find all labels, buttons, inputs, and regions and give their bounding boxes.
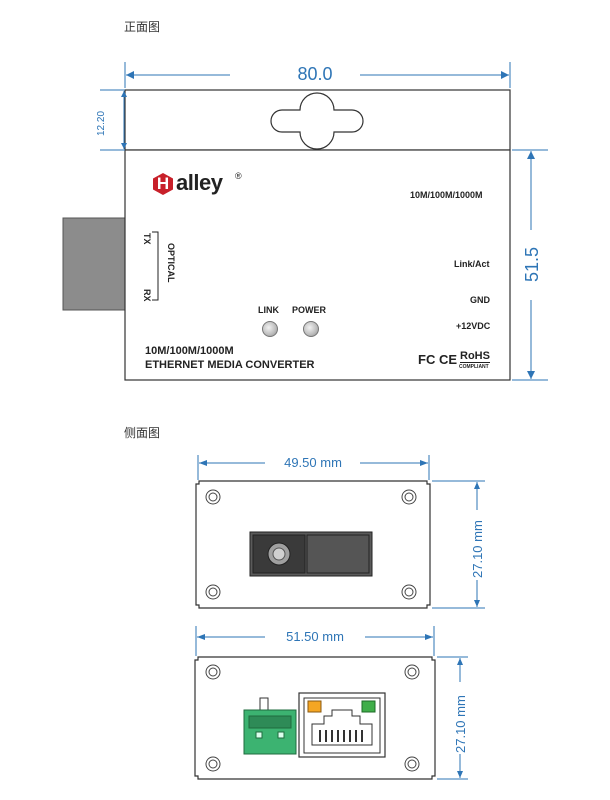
- tx-label: TX: [142, 233, 152, 245]
- terminal-tab: [259, 697, 269, 711]
- optical-label: OPTICAL: [166, 243, 176, 283]
- rx-label: RX: [142, 289, 152, 302]
- front-view-title: 正面图: [124, 20, 161, 34]
- side2-screw-br: [404, 756, 420, 772]
- keyhole-slot: [270, 92, 364, 150]
- front-width-dimension: 80.0: [297, 64, 333, 84]
- front-height-dimension: 51.5: [522, 246, 542, 282]
- brand-initial: H: [156, 174, 170, 193]
- rj45-led-green: [361, 700, 376, 713]
- side1-height-dimension: 27.10 mm: [470, 520, 485, 578]
- link-led: [262, 321, 278, 337]
- rohs-mark: RoHS: [460, 350, 490, 363]
- side-view-title: 侧面图: [124, 426, 161, 440]
- side2-screw-tl: [205, 664, 221, 680]
- rj45-led-orange: [307, 700, 322, 713]
- product-speed: 10M/100M/1000M: [145, 345, 234, 357]
- side2-screw-bl: [205, 756, 221, 772]
- fc-mark: FC: [418, 352, 436, 367]
- speed-label: 10M/100M/1000M: [410, 190, 483, 200]
- side1-screw-bl: [205, 584, 221, 600]
- side1-width-dimension: 49.50 mm: [284, 455, 342, 470]
- front-flange-height-dimension: 12.20: [96, 110, 107, 136]
- side-view-optical-drawing: [195, 455, 485, 609]
- link-act-label: Link/Act: [454, 259, 490, 269]
- registered-mark: ®: [235, 171, 242, 181]
- side2-width-dimension: 51.50 mm: [286, 629, 344, 644]
- front-body: [124, 149, 511, 381]
- ce-mark: CE: [439, 352, 458, 367]
- side1-screw-tr: [401, 489, 417, 505]
- product-name: ETHERNET MEDIA CONVERTER: [145, 359, 315, 371]
- side1-screw-br: [401, 584, 417, 600]
- side2-screw-tr: [404, 664, 420, 680]
- rj45-socket: [311, 709, 373, 746]
- front-view-drawing: [62, 62, 548, 381]
- rohs-compliant-label: COMPLIANT: [459, 364, 489, 370]
- power-input-label: +12VDC: [456, 321, 491, 331]
- optical-module: [62, 217, 126, 311]
- side2-height-dimension: 27.10 mm: [453, 695, 468, 753]
- led-link-label: LINK: [258, 305, 279, 315]
- brand-logo-mark: H: [151, 172, 175, 196]
- optical-bracket: [152, 231, 159, 301]
- led-power-label: POWER: [292, 305, 327, 315]
- gnd-label: GND: [470, 295, 490, 305]
- power-led: [303, 321, 319, 337]
- side1-screw-tl: [205, 489, 221, 505]
- brand-name: alley: [176, 170, 223, 195]
- hexagon-logo-icon: [153, 173, 173, 195]
- side-view-rj45-drawing: [194, 626, 468, 780]
